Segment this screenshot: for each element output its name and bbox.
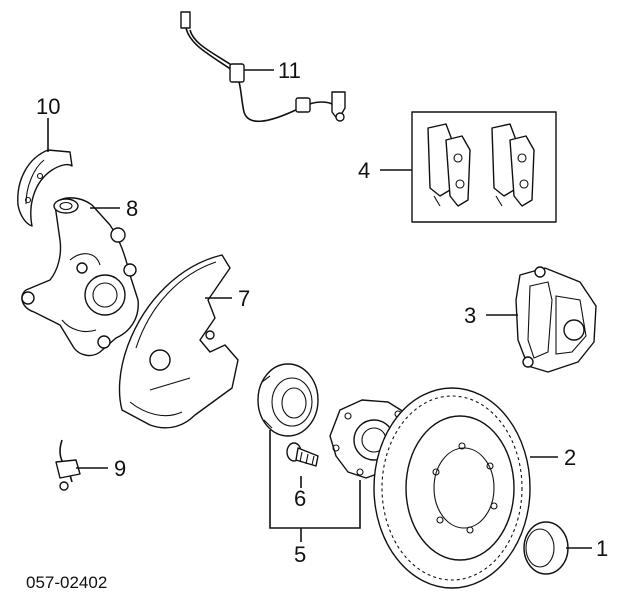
callout-5: 5 bbox=[294, 542, 306, 567]
hub-bearing-part bbox=[257, 363, 319, 437]
callout-labels: 11 10 8 7 9 4 3 2 1 6 5 bbox=[36, 58, 608, 567]
wheel-bolt-part bbox=[286, 442, 319, 467]
brake-rotor-part bbox=[373, 387, 531, 589]
callout-11: 11 bbox=[278, 58, 301, 83]
callout-10: 10 bbox=[36, 94, 60, 119]
callout-7: 7 bbox=[238, 286, 250, 311]
sensor-clip-part bbox=[55, 439, 81, 491]
callout-8: 8 bbox=[126, 196, 138, 221]
leader-bracket-5 bbox=[269, 430, 361, 529]
callout-6: 6 bbox=[294, 486, 306, 511]
dust-shield-small-part bbox=[17, 149, 73, 227]
callout-9: 9 bbox=[114, 456, 126, 481]
brake-caliper-part bbox=[515, 266, 597, 373]
callout-1: 1 bbox=[596, 536, 608, 561]
callout-3: 3 bbox=[464, 303, 476, 328]
brake-pad-set-part bbox=[411, 111, 557, 223]
leader-lines bbox=[47, 69, 592, 549]
callout-4: 4 bbox=[358, 158, 370, 183]
brake-hose-part bbox=[180, 11, 346, 123]
backing-plate-part bbox=[118, 254, 239, 429]
hub-cap-part bbox=[523, 521, 569, 575]
steering-knuckle-part bbox=[21, 197, 139, 357]
diagram-code: 057-02402 bbox=[26, 573, 107, 592]
callout-2: 2 bbox=[564, 445, 576, 470]
